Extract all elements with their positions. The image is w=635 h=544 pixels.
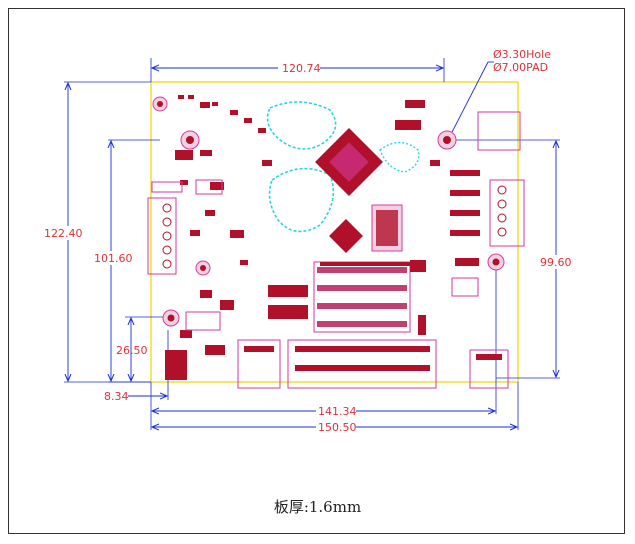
mounting-hole-top-left: [152, 96, 168, 112]
keepout-area-3: [379, 141, 420, 173]
secondary-chip: [329, 219, 363, 253]
dim-left-small: 26.50: [116, 344, 148, 357]
silk-block-3: [451, 277, 479, 297]
dim-bottom-left: 8.34: [104, 390, 129, 403]
right-top-connector: [477, 111, 521, 151]
mounting-holes: [152, 96, 505, 327]
hole-spec-pad: Ø7.00PAD: [493, 61, 548, 74]
mounting-hole-right: [487, 253, 505, 271]
main-chip: [315, 128, 383, 196]
right-connector-pins: [497, 185, 507, 237]
right-connector: [489, 179, 525, 247]
dimension-lines: [68, 61, 556, 427]
dim-left-inner: 101.60: [94, 252, 133, 265]
hole-leader-line: [447, 61, 489, 141]
connector-pads: [244, 346, 502, 371]
silk-block-4: [185, 311, 221, 331]
board-thickness-note: 板厚:1.6mm: [273, 498, 362, 516]
mounting-hole-left: [180, 130, 200, 150]
keepout-area-2: [268, 167, 335, 233]
mounting-hole-top-right: [437, 130, 457, 150]
dim-left-outer: 122.40: [44, 227, 83, 240]
dim-bottom-outer: 150.50: [318, 421, 357, 434]
hole-spec-hole: Ø3.30Hole: [493, 48, 551, 61]
mounting-hole-mid-left: [195, 260, 211, 276]
dimension-labels: 120.74 122.40 101.60 99.60 26.50 8.34 14…: [42, 48, 578, 434]
silk-block-1: [151, 181, 183, 193]
drawing-frame: [8, 8, 625, 534]
dim-top-width: 120.74: [282, 62, 321, 75]
pcb-components: [147, 95, 525, 389]
keepout-area-1: [266, 101, 337, 150]
dim-right: 99.60: [540, 256, 572, 269]
mounting-hole-bottom-left: [162, 309, 180, 327]
board-outline: [150, 81, 519, 383]
silk-block-2: [195, 179, 223, 195]
pin-header-top: [317, 267, 407, 327]
left-connector-pins: [162, 203, 172, 269]
extension-lines: [64, 58, 560, 430]
connector-row-bottom: [237, 339, 509, 389]
small-parts: [165, 95, 480, 380]
dim-bottom-inner: 141.34: [318, 405, 357, 418]
left-connector: [147, 197, 177, 275]
